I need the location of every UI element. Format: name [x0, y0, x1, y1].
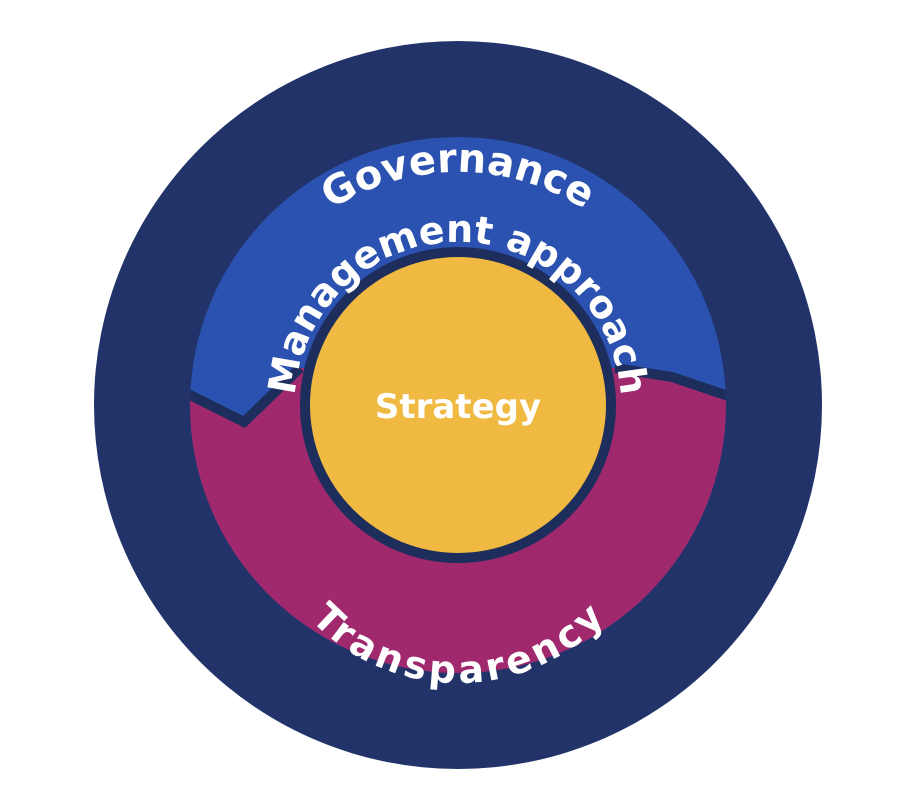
band-separator — [190, 363, 726, 429]
strategy-label: Strategy — [375, 387, 541, 427]
strategy-circle — [310, 257, 606, 553]
